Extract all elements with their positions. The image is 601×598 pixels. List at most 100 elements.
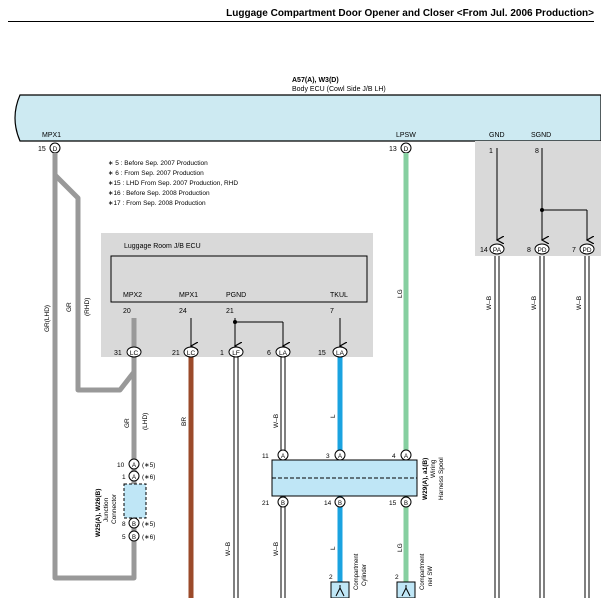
connector-ellipse <box>579 243 595 255</box>
note-5: ∗17 : From Sep. 2008 Production <box>108 200 206 207</box>
label-lg-top: LG <box>397 289 404 298</box>
switch-icon <box>335 585 345 597</box>
junction-connector: 10 A (∗5) 1 A (∗6) 8 B (∗5) 5 B (∗6) W25… <box>95 458 155 542</box>
body-ecu-code: A57(A), W3(D) <box>292 77 339 84</box>
jc-name1: Junction <box>103 497 110 522</box>
jb-bconn-4: LA <box>279 350 288 357</box>
note-4: ∗16 : Before Sep. 2008 Production <box>108 190 210 197</box>
title-rule <box>8 21 594 22</box>
jc-pin1-note: (∗5) <box>142 462 155 469</box>
label-gr: GR <box>66 302 73 312</box>
connector-circle <box>277 449 289 461</box>
spool-bot-num-1: 21 <box>262 500 270 507</box>
switch-icon <box>401 585 411 597</box>
wire-labels: GR(LHD) GR (RHD) LG GR (LHD) BR W–B L W–… <box>44 289 583 556</box>
jc-code: W25(A), W26(B) <box>95 489 102 537</box>
label-rwb-2: W–B <box>531 296 538 310</box>
jb-bconn-5: LA <box>336 350 345 357</box>
jb-pin-num-mpx1: 24 <box>179 308 187 315</box>
jb-ecu-block <box>101 233 373 357</box>
pin-label-mpx1: MPX1 <box>42 132 61 139</box>
spool-top-num-1: 11 <box>262 453 269 460</box>
harness-spool: 11 A 3 A 4 A 21 B 14 B 15 B W29(A), a1(B… <box>262 449 445 508</box>
pin-label-gnd: GND <box>489 132 505 139</box>
jb-pin-label-tkul: TKUL <box>330 292 348 299</box>
device2-line2: ner SW <box>428 566 434 586</box>
label-lhd-lower: (LHD) <box>142 413 149 430</box>
connector-circle <box>277 496 289 508</box>
jc-name2: Connector <box>111 493 118 524</box>
label-gr-lower: GR <box>124 418 131 428</box>
pin-num-lpsw: 13 <box>389 146 397 153</box>
spool-top-conn-3: A <box>404 454 408 460</box>
conn-lpsw: D <box>404 146 409 153</box>
rconn-conn-1: PA <box>493 247 502 254</box>
jc-pin4-num: 5 <box>122 534 126 541</box>
connector-ellipse <box>228 346 244 358</box>
rconn-conn-3: PD <box>582 247 591 254</box>
label-lg-low: LG <box>397 543 404 552</box>
connector-ellipse <box>275 346 291 358</box>
jc-pin3-note: (∗5) <box>142 521 155 528</box>
connector-ellipse <box>126 346 142 358</box>
spool-bot-num-2: 14 <box>324 500 332 507</box>
jb-pin-label-mpx1: MPX1 <box>179 292 198 299</box>
jb-pin-num-mpx2: 20 <box>123 308 131 315</box>
jc-pin3-num: 8 <box>122 521 126 528</box>
jb-bconn-num-2: 21 <box>172 350 180 357</box>
pin-num-sgnd: 8 <box>535 148 539 155</box>
ground-block <box>475 141 601 256</box>
spool-top-conn-2: A <box>338 454 342 460</box>
jb-bottom-connectors: 31 LC 21 LC 1 LF 6 LA 15 LA <box>114 346 348 358</box>
jb-pin-num-pgnd: 21 <box>226 308 234 315</box>
connector-ellipse <box>489 243 505 255</box>
spool-top-num-2: 3 <box>326 453 330 460</box>
jb-pin-label-pgnd: PGND <box>226 292 246 299</box>
jc-pin2-conn: A <box>132 475 136 481</box>
connector-circle <box>400 449 412 461</box>
connector-circle <box>334 496 346 508</box>
right-connectors: 14 PA 8 PD 7 PD <box>480 243 595 255</box>
pin-label-lpsw: LPSW <box>396 132 416 139</box>
jb-bconn-num-4: 6 <box>267 350 271 357</box>
note-1: ∗ 5 : Before Sep. 2007 Production <box>108 160 208 167</box>
body-ecu-name: Body ECU (Cowl Side J/B LH) <box>292 86 386 93</box>
connector-circle <box>400 496 412 508</box>
device2-box <box>396 581 416 598</box>
jb-pin-num-tkul: 7 <box>330 308 334 315</box>
note-3: ∗15 : LHD From Sep. 2007 Production, RHD <box>108 180 238 187</box>
note-2: ∗ 6 : From Sep. 2007 Production <box>108 170 204 177</box>
jc-pin1-conn: A <box>132 463 136 469</box>
pin-num-gnd: 1 <box>489 148 493 155</box>
pin-num-mpx1: 15 <box>38 146 46 153</box>
label-l-mid: L <box>330 414 337 418</box>
production-notes: ∗ 5 : Before Sep. 2007 Production ∗ 6 : … <box>108 160 238 207</box>
connector-ellipse <box>332 346 348 358</box>
pin-label-sgnd: SGND <box>531 132 551 139</box>
connector-circle <box>334 449 346 461</box>
device2-line1: Compartment <box>420 553 426 590</box>
wire-gr-mpx1 <box>52 153 137 581</box>
jb-ecu-name: Luggage Room J/B ECU <box>124 243 201 250</box>
spool-top-num-3: 4 <box>392 453 396 460</box>
jb-ecu-inner <box>110 255 368 303</box>
spool-bot-conn-1: B <box>281 501 285 507</box>
jc-pin3-conn: B <box>132 522 136 528</box>
label-wb-low1: W–B <box>225 542 232 556</box>
jb-bconn-num-5: 15 <box>318 350 326 357</box>
label-rhd: (RHD) <box>84 298 91 316</box>
label-wb-mid: W–B <box>273 414 280 428</box>
jc-pin2-note: (∗6) <box>142 474 155 481</box>
jc-pin1-num: 10 <box>117 462 125 469</box>
jc-pin4-note: (∗6) <box>142 534 155 541</box>
jc-pin2-num: 1 <box>122 474 126 481</box>
jb-bconn-num-1: 31 <box>114 350 122 357</box>
spool-top-conn-1: A <box>281 454 285 460</box>
device1-box <box>330 581 350 598</box>
jb-bconn-3: LF <box>232 350 240 357</box>
junction-dot <box>233 320 237 324</box>
bottom-devices: 2 Compartment Cylinder 2 Compartment ner… <box>329 553 434 598</box>
rconn-num-1: 14 <box>480 247 488 254</box>
connector-circle <box>128 458 140 470</box>
